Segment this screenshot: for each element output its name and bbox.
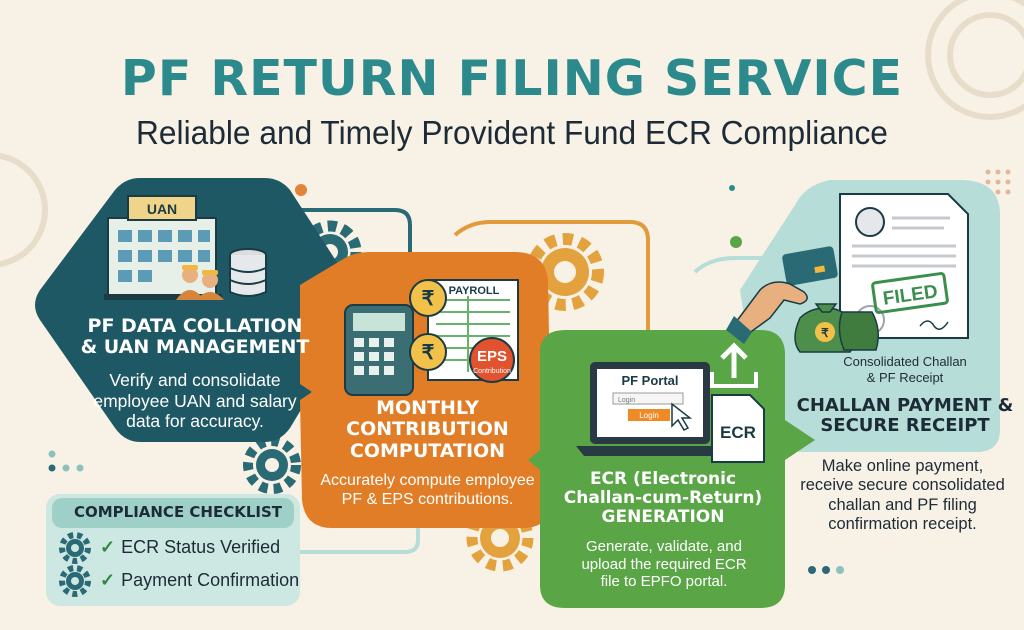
step4-title: CHALLAN PAYMENT & SECURE RECEIPT [785,395,1024,437]
connector-dot [729,185,735,191]
gear-check-icon [59,532,91,564]
cursor-icon [671,402,693,431]
rupee-symbol: ₹ [422,288,435,310]
step4-desc-line: challan and PF filing [828,495,977,514]
pf-portal-label: PF Portal [621,373,678,388]
checklist-item: ✓Payment Confirmation [100,570,299,591]
step2-desc-line: Accurately compute employee [320,472,535,489]
checklist-item: ✓ECR Status Verified [100,537,280,558]
step2-title-line: COMPUTATION [349,439,506,462]
connector-dot [295,184,307,196]
step4-description: Make online payment, receive secure cons… [775,457,1024,535]
money-bag-icon [794,303,879,353]
step3-title-line: GENERATION [601,507,725,528]
pagination-dots-left [48,450,84,472]
step2-description: Accurately compute employee PF & EPS con… [310,472,545,510]
step3-title: ECR (Electronic Challan-cum-Return) GENE… [543,469,783,528]
checkmark-icon: ✓ [100,537,116,557]
connector-dot [730,236,742,248]
filed-stamp-icon [871,272,949,314]
step1-desc-line: Verify and consolidate [109,370,281,390]
uan-sign-label: UAN [147,201,177,217]
step1-desc-line: employee UAN and salary [93,390,297,411]
step3-desc-line: file to EPFO portal. [600,573,728,591]
step1-description: Verify and consolidate employee UAN and … [62,370,328,432]
step4-desc-line: receive secure consolidated [800,476,1005,495]
ecr-doc-label: ECR [720,423,756,442]
step3-desc-line: Generate, validate, and [586,538,742,555]
eps-sub-label: Contribution [473,368,511,375]
step2-title-line: MONTHLY [376,397,479,419]
checklist-item-label: ECR Status Verified [121,537,281,557]
ecr-document-icon [711,394,765,463]
decorative-arcs [0,0,1024,268]
login-button-label: Login [639,411,659,420]
step4-caption-line: Consolidated Challan [843,354,967,369]
employees-icon [176,265,224,300]
step3-description: Generate, validate, and upload the requi… [548,538,780,591]
database-icon [229,248,267,297]
rupee-symbol: ₹ [821,326,829,340]
step2-title-line: CONTRIBUTION [346,418,509,441]
gear-check-icon [59,565,91,597]
step4-caption: Consolidated Challan & PF Receipt [790,354,1020,385]
step2-desc-line: PF & EPS contributions. [341,490,514,508]
checklist-item-label: Payment Confirmation [121,570,300,590]
calculator-icon [344,304,414,396]
step3-title-line: Challan-cum-Return) [563,488,763,509]
payroll-label: PAYROLL [449,285,500,297]
gear-icon [243,436,301,494]
page-subtitle: Reliable and Timely Provident Fund ECR C… [136,114,888,151]
login-field-label: Login [618,397,635,404]
step4-title-line: SECURE RECEIPT [820,415,990,437]
checklist-title: COMPLIANCE CHECKLIST [73,503,283,521]
pagination-dots-right [808,566,844,574]
step1-title: PF DATA COLLATION & UAN MANAGEMENT [60,315,330,359]
page-title: PF RETURN FILING SERVICE [120,50,904,107]
upload-icon [710,342,758,388]
rupee-coin-icon [409,279,447,371]
step4-caption-line: & PF Receipt [866,369,944,385]
hand-card-icon [726,246,838,344]
step2-title: MONTHLY CONTRIBUTION COMPUTATION [305,397,550,462]
checklist-header-band [52,498,294,528]
step4-title-line: CHALLAN PAYMENT & [796,395,1014,416]
step1-desc-line: data for accuracy. [126,411,264,432]
eps-label: EPS [477,348,507,365]
step4-desc-line: Make online payment, [821,457,984,475]
step4-desc-line: confirmation receipt. [828,515,977,534]
step3-title-line: ECR (Electronic [589,469,737,489]
step1-title-line: PF DATA COLLATION [87,315,303,337]
eps-badge-icon [469,337,515,383]
step1-title-line: & UAN MANAGEMENT [80,336,310,359]
checkmark-icon: ✓ [100,570,116,590]
rupee-symbol: ₹ [422,342,435,364]
step3-desc-line: upload the required ECR [581,555,747,573]
building-icon [104,195,222,300]
